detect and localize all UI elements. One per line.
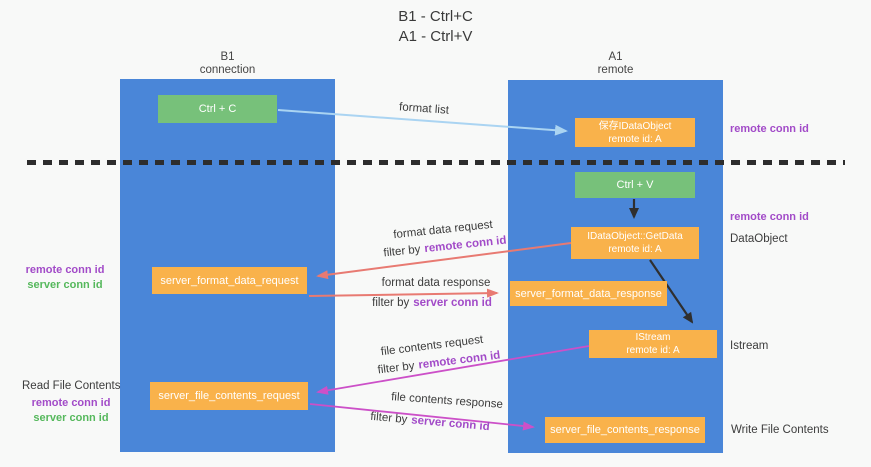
diagram-title: B1 - Ctrl+C A1 - Ctrl+V xyxy=(0,7,871,47)
filter-by-text: filter by xyxy=(376,360,416,377)
ctrl-c-node: Ctrl + C xyxy=(158,95,277,123)
lane-a1-role: remote xyxy=(597,64,634,76)
format-data-response-arrow xyxy=(308,288,499,298)
remote-conn-id-annotation: remote conn id xyxy=(25,264,105,276)
server-format-data-response-label: server_format_data_response xyxy=(515,287,662,300)
lane-header-a1: A1 remote xyxy=(508,51,723,77)
title-line-1: B1 - Ctrl+C xyxy=(398,8,473,25)
remote-conn-id-annotation-top: remote conn id xyxy=(730,123,809,135)
getdata-line2: remote id: A xyxy=(608,244,662,255)
server-conn-id-highlight: server conn id xyxy=(410,414,491,434)
filter-by-text: filter by xyxy=(382,243,422,260)
server-file-contents-request-node: server_file_contents_request xyxy=(150,382,308,410)
ctrl-c-label: Ctrl + C xyxy=(198,103,237,115)
getdata-line1: IDataObject::GetData xyxy=(587,231,683,242)
filter-by-text: filter by xyxy=(369,410,408,426)
save-dataobject-line1: 保存IDataObject xyxy=(598,120,672,132)
ctrl-v-node: Ctrl + V xyxy=(575,172,695,198)
lane-header-b1: B1 connection xyxy=(120,51,335,77)
filter-by-text: filter by xyxy=(372,297,410,309)
server-conn-id-annotation: server conn id xyxy=(33,412,109,424)
server-conn-id-highlight: server conn id xyxy=(413,297,492,309)
istream-line1: IStream xyxy=(635,332,671,343)
remote-conn-id-annotation-ctrl-v: remote conn id xyxy=(730,211,809,223)
format-list-edge-label: format list xyxy=(398,101,450,117)
istream-node: IStream remote id: A xyxy=(589,330,717,358)
file-conn-ids-annotation: Read File Contents remote conn id server… xyxy=(22,379,120,426)
server-file-contents-request-label: server_file_contents_request xyxy=(158,390,300,402)
machine-boundary-dashed-line xyxy=(27,160,845,165)
istream-annotation: Istream xyxy=(730,340,769,352)
remote-conn-id-annotation: remote conn id xyxy=(31,397,111,409)
remote-conn-id-highlight: remote conn id xyxy=(423,234,508,256)
ctrl-v-label: Ctrl + V xyxy=(616,179,654,191)
format-conn-ids-annotation: remote conn id server conn id xyxy=(20,263,110,293)
read-file-contents-annotation: Read File Contents xyxy=(22,380,121,392)
server-conn-id-annotation: server conn id xyxy=(27,279,103,291)
save-dataobject-node: 保存IDataObject remote id: A xyxy=(575,118,695,147)
format-data-response-edge-label: format data response xyxy=(381,277,491,289)
server-format-data-response-node: server_format_data_response xyxy=(510,281,667,306)
server-file-contents-response-node: server_file_contents_response xyxy=(545,417,705,443)
server-file-contents-response-label: server_file_contents_response xyxy=(550,424,700,436)
file-contents-response-edge-label: file contents response xyxy=(390,391,504,411)
istream-line2: remote id: A xyxy=(626,345,680,356)
lane-b1-role: connection xyxy=(199,64,256,76)
title-line-2: A1 - Ctrl+V xyxy=(398,28,473,45)
server-format-data-request-label: server_format_data_request xyxy=(160,274,299,287)
remote-conn-id-highlight: remote conn id xyxy=(417,349,502,372)
getdata-node: IDataObject::GetData remote id: A xyxy=(571,227,699,259)
server-format-data-request-node: server_format_data_request xyxy=(152,267,307,294)
write-file-contents-annotation: Write File Contents xyxy=(731,424,829,436)
dataobject-annotation: DataObject xyxy=(730,233,788,245)
lane-b1-name: B1 xyxy=(220,51,235,63)
save-dataobject-line2: remote id: A xyxy=(608,133,662,145)
lane-a1-name: A1 xyxy=(608,51,623,63)
